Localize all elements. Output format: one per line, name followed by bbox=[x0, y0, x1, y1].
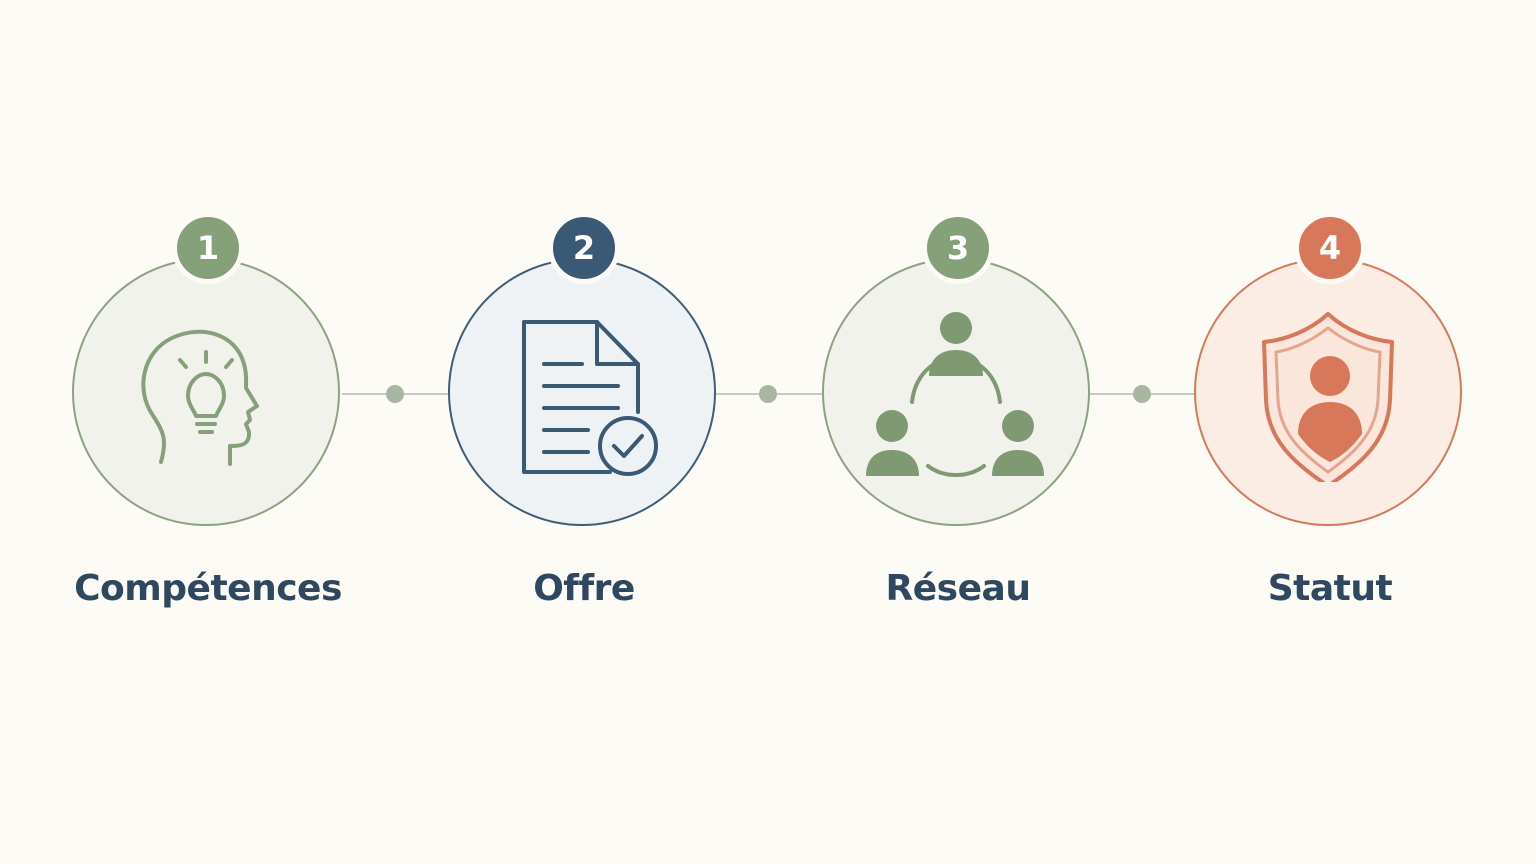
step-label: Compétences bbox=[74, 568, 342, 609]
step-circle bbox=[448, 258, 716, 526]
step-number-badge: 1 bbox=[172, 212, 244, 284]
head-lightbulb-icon bbox=[141, 329, 259, 466]
step-number-badge: 2 bbox=[548, 212, 620, 284]
step-label: Statut bbox=[1267, 568, 1393, 609]
step-competences: 1 Compétences bbox=[72, 212, 344, 612]
network-people-icon bbox=[866, 312, 1044, 477]
step-number-badge: 3 bbox=[922, 212, 994, 284]
connector-dot-3-4 bbox=[1133, 385, 1151, 403]
step-number-badge: 4 bbox=[1294, 212, 1366, 284]
document-check-icon bbox=[522, 320, 658, 476]
step-reseau: 3 Réseau bbox=[822, 212, 1094, 612]
step-statut: 4 Statut bbox=[1194, 212, 1466, 612]
step-label: Réseau bbox=[885, 568, 1031, 609]
step-offre: 2 Offre bbox=[448, 212, 720, 612]
connector-dot-2-3 bbox=[759, 385, 777, 403]
step-label: Offre bbox=[533, 568, 635, 609]
shield-person-icon bbox=[1262, 312, 1394, 482]
connector-dot-1-2 bbox=[386, 385, 404, 403]
step-circle bbox=[822, 258, 1090, 526]
